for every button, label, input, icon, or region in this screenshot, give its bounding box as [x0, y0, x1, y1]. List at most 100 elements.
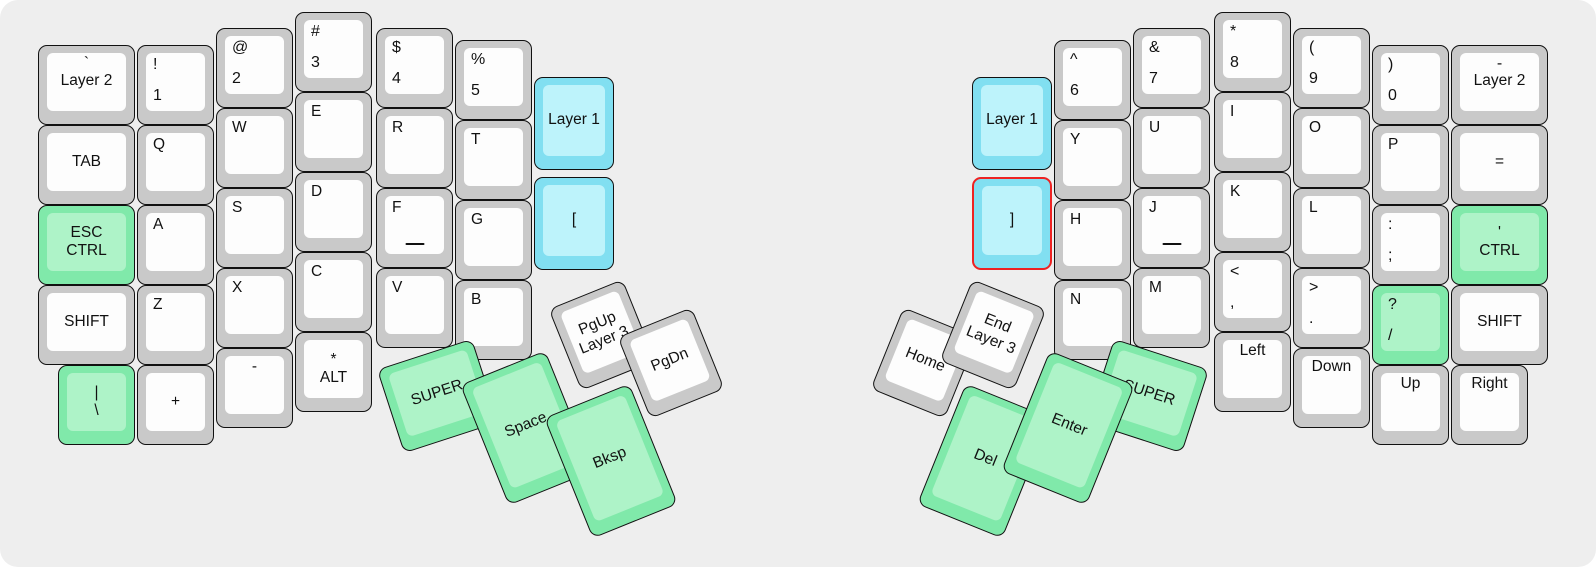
key-l-c2-r2[interactable]: S [216, 188, 293, 268]
keycap: D [304, 180, 363, 238]
key-legend: V [392, 279, 403, 296]
key-r-c6-r2[interactable]: 'CTRL [1451, 205, 1548, 285]
keycap: - [225, 356, 284, 414]
homing-bar-icon [1162, 242, 1181, 245]
keycap: @2 [225, 36, 284, 94]
keycap: [ [543, 185, 605, 256]
key-legend: Layer 1 [548, 111, 600, 129]
key-l-c5-r0[interactable]: %5 [455, 40, 532, 120]
key-r-c4-r4[interactable]: Down [1293, 348, 1370, 428]
key-r-c3-r3[interactable]: <, [1214, 252, 1291, 332]
key-r-c6-r1[interactable]: = [1451, 125, 1548, 205]
key-r-c2-r2[interactable]: J [1133, 188, 1210, 268]
key-l-c1-r4[interactable]: + [137, 365, 214, 445]
key-legend: SHIFT [1477, 312, 1522, 330]
key-l-c6-r1[interactable]: [ [534, 177, 614, 270]
key-l-c3-r4[interactable]: *ALT [295, 332, 372, 412]
key-r-c0-r0[interactable]: Layer 1 [972, 77, 1052, 170]
key-l-c1-r2[interactable]: A [137, 205, 214, 285]
key-legend: / [1388, 327, 1393, 345]
keycap: Q [146, 133, 205, 191]
keycap: ^6 [1063, 48, 1122, 106]
keycap: PgDn [628, 318, 711, 403]
key-l-c2-r3[interactable]: X [216, 268, 293, 348]
key-r-c5-r3[interactable]: ?/ [1372, 285, 1449, 365]
key-legend: C [311, 263, 323, 280]
keycap: L [1302, 196, 1361, 254]
key-r-c1-r0[interactable]: ^6 [1054, 40, 1131, 120]
key-l-c5-r1[interactable]: T [455, 120, 532, 200]
key-legend: T [471, 131, 481, 148]
key-r-c1-r1[interactable]: Y [1054, 120, 1131, 200]
key-r-c3-r0[interactable]: *8 [1214, 12, 1291, 92]
key-legend: X [232, 279, 243, 296]
key-l-c2-r0[interactable]: @2 [216, 28, 293, 108]
key-legend: L [1309, 199, 1318, 216]
key-r-c5-r1[interactable]: P [1372, 125, 1449, 205]
key-r-c4-r1[interactable]: O [1293, 108, 1370, 188]
key-r-c1-r2[interactable]: H [1054, 200, 1131, 280]
key-r-c2-r3[interactable]: M [1133, 268, 1210, 348]
key-l-c0-r0[interactable]: `Layer 2 [38, 45, 135, 125]
key-legend: I [1230, 103, 1235, 120]
key-r-c3-r4[interactable]: Left [1214, 332, 1291, 412]
key-legend: CTRL [1479, 241, 1520, 259]
key-r-c5-r4[interactable]: Up [1372, 365, 1449, 445]
key-legend: | [94, 384, 99, 402]
key-r-c5-r0[interactable]: )0 [1372, 45, 1449, 125]
key-l-c1-r3[interactable]: Z [137, 285, 214, 365]
key-l-c2-r1[interactable]: W [216, 108, 293, 188]
key-legend: W [232, 119, 247, 136]
key-legend: J [1149, 199, 1157, 216]
keycap: N [1063, 288, 1122, 346]
key-l-c0-r4[interactable]: |\ [58, 365, 135, 445]
key-l-c4-r1[interactable]: R [376, 108, 453, 188]
key-legend: - [251, 358, 258, 375]
key-l-c0-r1[interactable]: TAB [38, 125, 135, 205]
key-legend: TAB [72, 152, 101, 170]
key-r-c6-r0[interactable]: -Layer 2 [1451, 45, 1548, 125]
key-legend: Enter [1049, 409, 1090, 440]
key-r-c5-r2[interactable]: :; [1372, 205, 1449, 285]
keycap: U [1142, 116, 1201, 174]
key-r-c4-r0[interactable]: (9 [1293, 28, 1370, 108]
key-l-c4-r0[interactable]: $4 [376, 28, 453, 108]
key-r-c2-r1[interactable]: U [1133, 108, 1210, 188]
key-legend: R [392, 119, 404, 136]
keycap: X [225, 276, 284, 334]
key-l-c4-r3[interactable]: V [376, 268, 453, 348]
keycap: = [1460, 133, 1539, 191]
key-legend: A [153, 216, 164, 233]
key-l-c1-r0[interactable]: !1 [137, 45, 214, 125]
key-r-c2-r0[interactable]: &7 [1133, 28, 1210, 108]
key-legend: Q [153, 136, 166, 153]
key-legend: Left [1239, 342, 1266, 359]
key-legend: ; [1388, 247, 1393, 265]
key-r-c3-r1[interactable]: I [1214, 92, 1291, 172]
keycap: &7 [1142, 36, 1201, 94]
key-l-c1-r1[interactable]: Q [137, 125, 214, 205]
legend-stack: *ALT [320, 351, 347, 386]
key-r-c6-r3[interactable]: SHIFT [1451, 285, 1548, 365]
key-r-c6-r4[interactable]: Right [1451, 365, 1528, 445]
key-r-c3-r2[interactable]: K [1214, 172, 1291, 252]
key-l-c3-r0[interactable]: #3 [295, 12, 372, 92]
keycap: !1 [146, 53, 205, 111]
key-l-c6-r0[interactable]: Layer 1 [534, 77, 614, 170]
key-l-c3-r3[interactable]: C [295, 252, 372, 332]
key-l-c3-r1[interactable]: E [295, 92, 372, 172]
key-r-c4-r2[interactable]: L [1293, 188, 1370, 268]
key-legend: H [1070, 211, 1082, 228]
key-l-c3-r2[interactable]: D [295, 172, 372, 252]
key-l-c2-r4[interactable]: - [216, 348, 293, 428]
key-legend: S [232, 199, 243, 216]
key-r-c4-r3[interactable]: >. [1293, 268, 1370, 348]
key-l-c0-r3[interactable]: SHIFT [38, 285, 135, 365]
key-legend: ESC [70, 224, 103, 242]
keycap: E [304, 100, 363, 158]
key-l-c4-r2[interactable]: F [376, 188, 453, 268]
key-r-c0-r1[interactable]: ] [972, 177, 1052, 270]
key-l-c5-r2[interactable]: G [455, 200, 532, 280]
